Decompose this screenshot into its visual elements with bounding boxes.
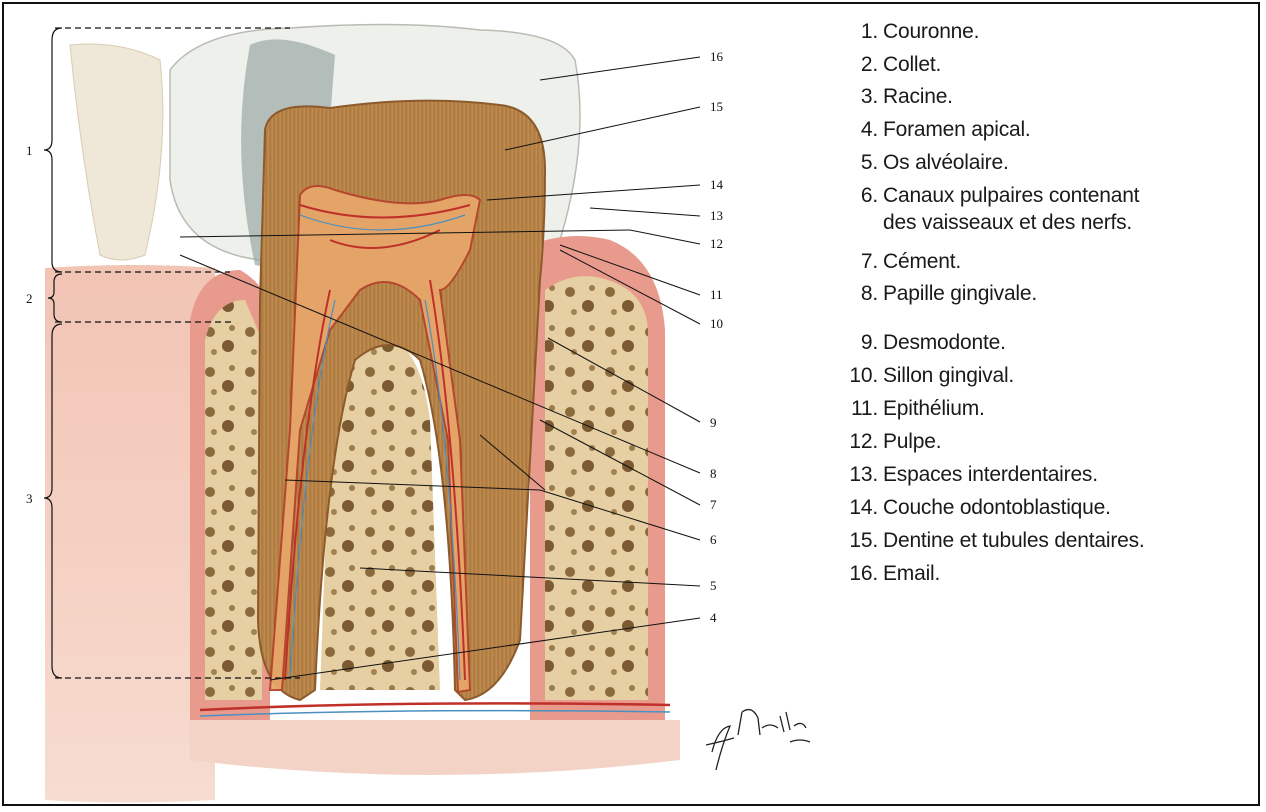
artist-signature	[706, 710, 810, 770]
bone-right	[545, 276, 648, 700]
callout-16: 16	[710, 49, 724, 64]
legend-item: 3.Racine.	[836, 85, 1256, 118]
callout-5: 5	[710, 578, 717, 593]
brace-label-3: 3	[26, 491, 33, 506]
callout-10: 10	[710, 316, 723, 331]
callout-numbers: 16 15 14 13 12 11 10 9 8 7 6 5 4	[710, 49, 724, 625]
legend-item: 5.Os alvéolaire.	[836, 151, 1256, 184]
gingiva-tissue	[45, 265, 215, 803]
adjacent-tooth	[70, 44, 163, 260]
legend-item: 10.Sillon gingival.	[836, 364, 1256, 397]
legend-item: 12.Pulpe.	[836, 430, 1256, 463]
legend-item: 2.Collet.	[836, 53, 1256, 85]
legend-item: 9.Desmodonte.	[836, 331, 1256, 364]
lower-tissue	[190, 720, 680, 775]
callout-9: 9	[710, 415, 717, 430]
legend-item: 7.Cément.	[836, 250, 1256, 282]
brace-label-1: 1	[26, 143, 33, 158]
callout-4: 4	[710, 610, 717, 625]
legend-item: 1.Couronne.	[836, 20, 1256, 53]
legend-item: 11.Epithélium.	[836, 397, 1256, 430]
bone-left	[205, 300, 262, 700]
brace-label-2: 2	[26, 291, 33, 306]
callout-14: 14	[710, 177, 724, 192]
legend-list: 1.Couronne. 2.Collet. 3.Racine. 4.Forame…	[836, 20, 1256, 595]
legend-item: 13.Espaces interdentaires.	[836, 463, 1256, 496]
legend-item: 4.Foramen apical.	[836, 118, 1256, 151]
callout-12: 12	[710, 236, 723, 251]
callout-13: 13	[710, 208, 723, 223]
callout-11: 11	[710, 287, 723, 302]
legend-item: 16.Email.	[836, 562, 1256, 595]
legend-item: 15.Dentine et tubules dentaires.	[836, 529, 1256, 562]
legend-item: 14.Couche odontoblastique.	[836, 496, 1256, 529]
callout-7: 7	[710, 497, 717, 512]
callout-15: 15	[710, 99, 723, 114]
legend-item: 8.Papille gingivale.	[836, 282, 1256, 331]
callout-6: 6	[710, 532, 717, 547]
callout-8: 8	[710, 466, 717, 481]
